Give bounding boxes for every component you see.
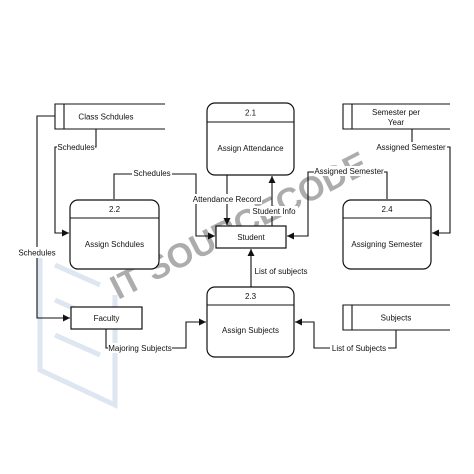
entity-faculty-label: Faculty bbox=[94, 314, 120, 323]
flow-list-of-subjects-store-line bbox=[295, 318, 397, 349]
process-2-2-name: Assign Schdules bbox=[85, 240, 144, 249]
flow-schedules-2-2-to-student-line bbox=[113, 173, 215, 240]
flow-assigned-semester-store: Assigned Semester bbox=[375, 129, 451, 237]
flow-schedules-store-to-faculty: Schedules bbox=[17, 115, 70, 322]
process-2-2-id: 2.2 bbox=[109, 205, 121, 214]
flow-list-of-subjects-student-label: List of subjects bbox=[255, 267, 308, 276]
flow-student-info-label: Student Info bbox=[252, 207, 296, 216]
process-2-3-id: 2.3 bbox=[245, 292, 257, 301]
flow-schedules-store-to-2-2: Schedules bbox=[54, 129, 97, 237]
process-2-1[interactable]: 2.1 Assign Attendance bbox=[206, 102, 295, 176]
flow-list-of-subjects-store: List of Subjects bbox=[295, 318, 397, 353]
flow-assigned-semester-student-line bbox=[287, 171, 388, 240]
flow-schedules-2-2-to-student-label: Schedules bbox=[133, 169, 170, 178]
watermark: IT SOURCECODE bbox=[37, 145, 374, 409]
flow-label-bg bbox=[330, 343, 388, 353]
flow-majoring-subjects: Majoring Subjects bbox=[105, 318, 206, 353]
flow-label-bg bbox=[314, 166, 384, 176]
store-subjects-label: Subjects bbox=[381, 314, 412, 323]
store-semester-label-line2: Year bbox=[388, 118, 405, 127]
flow-attendance-record: Attendance Record bbox=[192, 175, 262, 225]
flow-label-bg bbox=[253, 266, 309, 276]
flow-label-bg bbox=[132, 168, 172, 178]
flow-list-of-subjects-store-label: List of Subjects bbox=[332, 344, 386, 353]
flow-assigned-semester-student-label: Assigned Semester bbox=[314, 167, 384, 176]
store-semester-label-line1: Semester per bbox=[372, 108, 420, 117]
store-subjects[interactable]: Subjects bbox=[342, 304, 450, 331]
process-2-4-name: Assigning Semester bbox=[351, 240, 422, 249]
flow-majoring-subjects-label: Majoring Subjects bbox=[108, 344, 172, 353]
flow-label-bg bbox=[192, 194, 262, 204]
store-semester-outline bbox=[342, 103, 450, 130]
flow-label-bg bbox=[375, 142, 447, 152]
process-2-1-shape bbox=[206, 102, 295, 176]
entity-student-shape bbox=[215, 225, 287, 249]
flow-schedules-store-to-faculty-line bbox=[36, 115, 70, 322]
process-2-3[interactable]: 2.3 Assign Subjects bbox=[206, 286, 295, 358]
process-2-2-shape bbox=[69, 199, 160, 270]
flow-attendance-record-label: Attendance Record bbox=[193, 195, 262, 204]
process-2-1-id: 2.1 bbox=[245, 109, 257, 118]
flow-list-of-subjects-student: List of subjects bbox=[247, 249, 309, 287]
flow-label-bg bbox=[108, 343, 172, 353]
flow-label-bg bbox=[250, 206, 298, 216]
store-semester-per-year[interactable]: Semester per Year bbox=[342, 103, 450, 130]
flow-schedules-store-to-2-2-line bbox=[54, 129, 97, 237]
flow-student-info: Student Info bbox=[250, 176, 298, 226]
entity-student-label: Student bbox=[237, 233, 265, 242]
flow-majoring-subjects-line bbox=[105, 318, 206, 349]
process-2-4-shape bbox=[342, 199, 432, 270]
entity-student[interactable]: Student bbox=[215, 225, 287, 249]
entity-faculty[interactable]: Faculty bbox=[70, 306, 143, 330]
process-2-1-name: Assign Attendance bbox=[217, 144, 284, 153]
flow-schedules-2-2-to-student: Schedules bbox=[113, 168, 215, 240]
flow-assigned-semester-store-line bbox=[411, 129, 451, 237]
flow-schedules-store-to-faculty-label: Schedules bbox=[18, 249, 55, 258]
flow-assigned-semester-store-label: Assigned Semester bbox=[376, 143, 446, 152]
flow-label-bg bbox=[57, 142, 95, 152]
process-2-4[interactable]: 2.4 Assigning Semester bbox=[342, 199, 432, 270]
process-2-2[interactable]: 2.2 Assign Schdules bbox=[69, 199, 160, 270]
process-2-4-id: 2.4 bbox=[381, 205, 393, 214]
flow-assigned-semester-student: Assigned Semester bbox=[287, 166, 388, 240]
process-2-3-name: Assign Subjects bbox=[222, 326, 279, 335]
flow-schedules-store-to-2-2-label: Schedules bbox=[57, 143, 94, 152]
flow-label-bg bbox=[17, 247, 57, 258]
store-class-schedules-label: Class Schdules bbox=[78, 113, 133, 122]
